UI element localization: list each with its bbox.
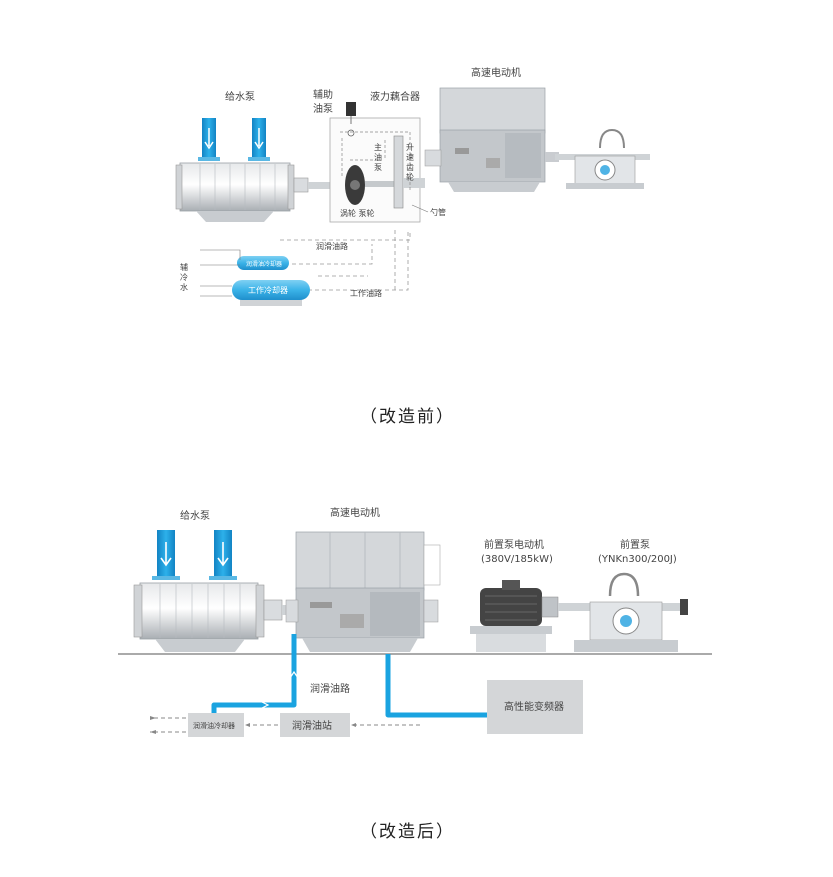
- after-lube-line-label: 润滑油路: [310, 682, 350, 695]
- after-caption: （改造后）: [360, 822, 455, 842]
- before-work-cooler: 工作冷却器: [232, 280, 310, 306]
- before-motor-label: 高速电动机: [471, 66, 521, 79]
- after-pre-pump: [558, 572, 688, 652]
- after-feed-pump-label: 给水泵: [180, 509, 210, 522]
- after-motor-label: 高速电动机: [330, 506, 380, 519]
- before-lube-line-label: 润滑油路: [316, 241, 348, 251]
- svg-text:高性能变频器: 高性能变频器: [504, 700, 564, 713]
- before-motor: [424, 87, 559, 192]
- svg-text:泵: 泵: [374, 163, 382, 172]
- after-pre-motor-label: 前置泵电动机: [484, 538, 544, 551]
- svg-text:油: 油: [374, 152, 382, 162]
- before-coupler: [329, 102, 425, 223]
- before-caption: （改造前）: [360, 407, 455, 427]
- svg-text:主: 主: [374, 142, 382, 152]
- before-aux-pump-label-2: 油泵: [313, 102, 333, 115]
- before-aux-pump-label-1: 辅助: [313, 88, 333, 101]
- after-diagram: 给水泵 高速电动机: [118, 506, 712, 737]
- after-pre-motor-spec: (380V/185kW): [481, 554, 553, 565]
- after-vfd: 高性能变频器: [487, 680, 583, 734]
- before-work-line-label: 工作油路: [350, 288, 382, 298]
- after-pre-pump-label: 前置泵: [620, 538, 650, 551]
- after-pre-pump-spec: (YNKn300/200J): [598, 554, 677, 565]
- svg-text:润滑油站: 润滑油站: [292, 719, 332, 732]
- after-feed-pump: [133, 530, 298, 652]
- before-diagram: 给水泵 辅助 油泵 液力藕合器 主 油 泵: [175, 66, 650, 306]
- before-coupler-label: 液力藕合器: [370, 90, 420, 103]
- svg-text:润滑油冷却器: 润滑油冷却器: [246, 260, 282, 268]
- before-small-cooler: 润滑油冷却器: [237, 256, 289, 270]
- after-motor: [285, 531, 441, 652]
- before-oil-lines: [280, 230, 411, 291]
- svg-text:润滑油冷却器: 润滑油冷却器: [193, 721, 235, 730]
- before-aux-cool-label: 辅 冷 水: [180, 262, 188, 292]
- svg-text:水: 水: [180, 282, 188, 292]
- after-lube-cooler: 润滑油冷却器: [188, 713, 244, 737]
- after-lube-station: 润滑油站: [280, 713, 350, 737]
- before-scoop-label: 勺管: [430, 207, 446, 217]
- svg-text:齿: 齿: [406, 163, 414, 172]
- svg-text:工作冷却器: 工作冷却器: [248, 285, 288, 295]
- before-gear-label: 升 速 齿 轮: [406, 143, 414, 182]
- before-main-pump-label: 主 油 泵: [374, 142, 382, 172]
- svg-text:升: 升: [406, 143, 414, 152]
- svg-text:辅: 辅: [180, 262, 188, 272]
- before-feed-pump: [175, 118, 332, 222]
- after-lube-pipes: [211, 634, 488, 718]
- before-pre-pump: [555, 128, 650, 189]
- svg-text:速: 速: [406, 153, 414, 162]
- before-aux-water-lines: [200, 249, 241, 297]
- before-turbine-pump-label: 涡轮 泵轮: [340, 208, 375, 218]
- before-feed-pump-label: 给水泵: [225, 90, 255, 103]
- svg-text:冷: 冷: [180, 272, 188, 282]
- svg-text:轮: 轮: [406, 172, 414, 182]
- after-pre-motor: [470, 580, 559, 652]
